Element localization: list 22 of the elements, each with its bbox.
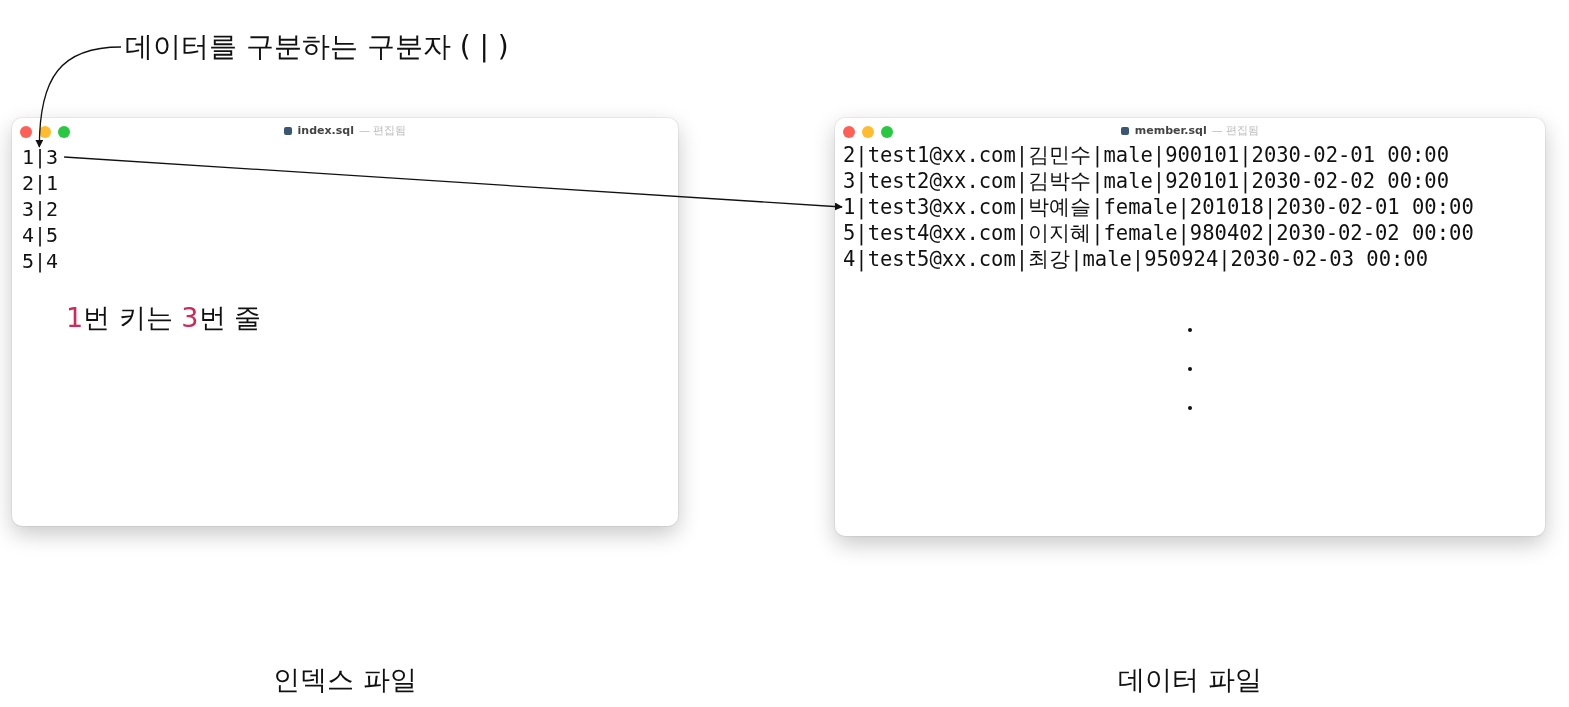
note: 1번 키는 3번 줄 [66,301,262,335]
caption: 인덱스 파일 [273,663,417,697]
file-name: index.sql [297,124,354,137]
code-line: 1|test3@xx.com|박예슬|female|201018|2030-02-01 00:00 [843,193,1474,221]
edit-status: — 편집됨 [358,124,407,137]
code-line: 2|1 [22,171,59,195]
code-line: 5|4 [22,249,59,273]
code-line: 5|test4@xx.com|이지혜|female|980402|2030-02-02 00:00 [843,219,1474,247]
code-line: 2|test1@xx.com|김민수|male|900101|2030-02-01 00:00 [843,141,1450,169]
code-line: 3|2 [22,197,59,221]
editor-window [12,118,678,526]
callout-text: 데이터를 구분하는 구분자 ( | ) [125,28,509,66]
caption: 데이터 파일 [1118,663,1262,697]
code-line: 3|test2@xx.com|김박수|male|920101|2030-02-02 00:00 [843,167,1450,195]
code-line: 4|test5@xx.com|최강|male|950924|2030-02-03 00:00 [843,245,1429,273]
code-line: 1|3 [22,145,59,169]
arrow [63,156,843,211]
edit-status: — 편집됨 [1211,124,1260,137]
code-line: 4|5 [22,223,59,247]
editor-window [835,118,1545,536]
leader-arrow [35,46,122,148]
file-name: member.sql [1134,124,1207,137]
